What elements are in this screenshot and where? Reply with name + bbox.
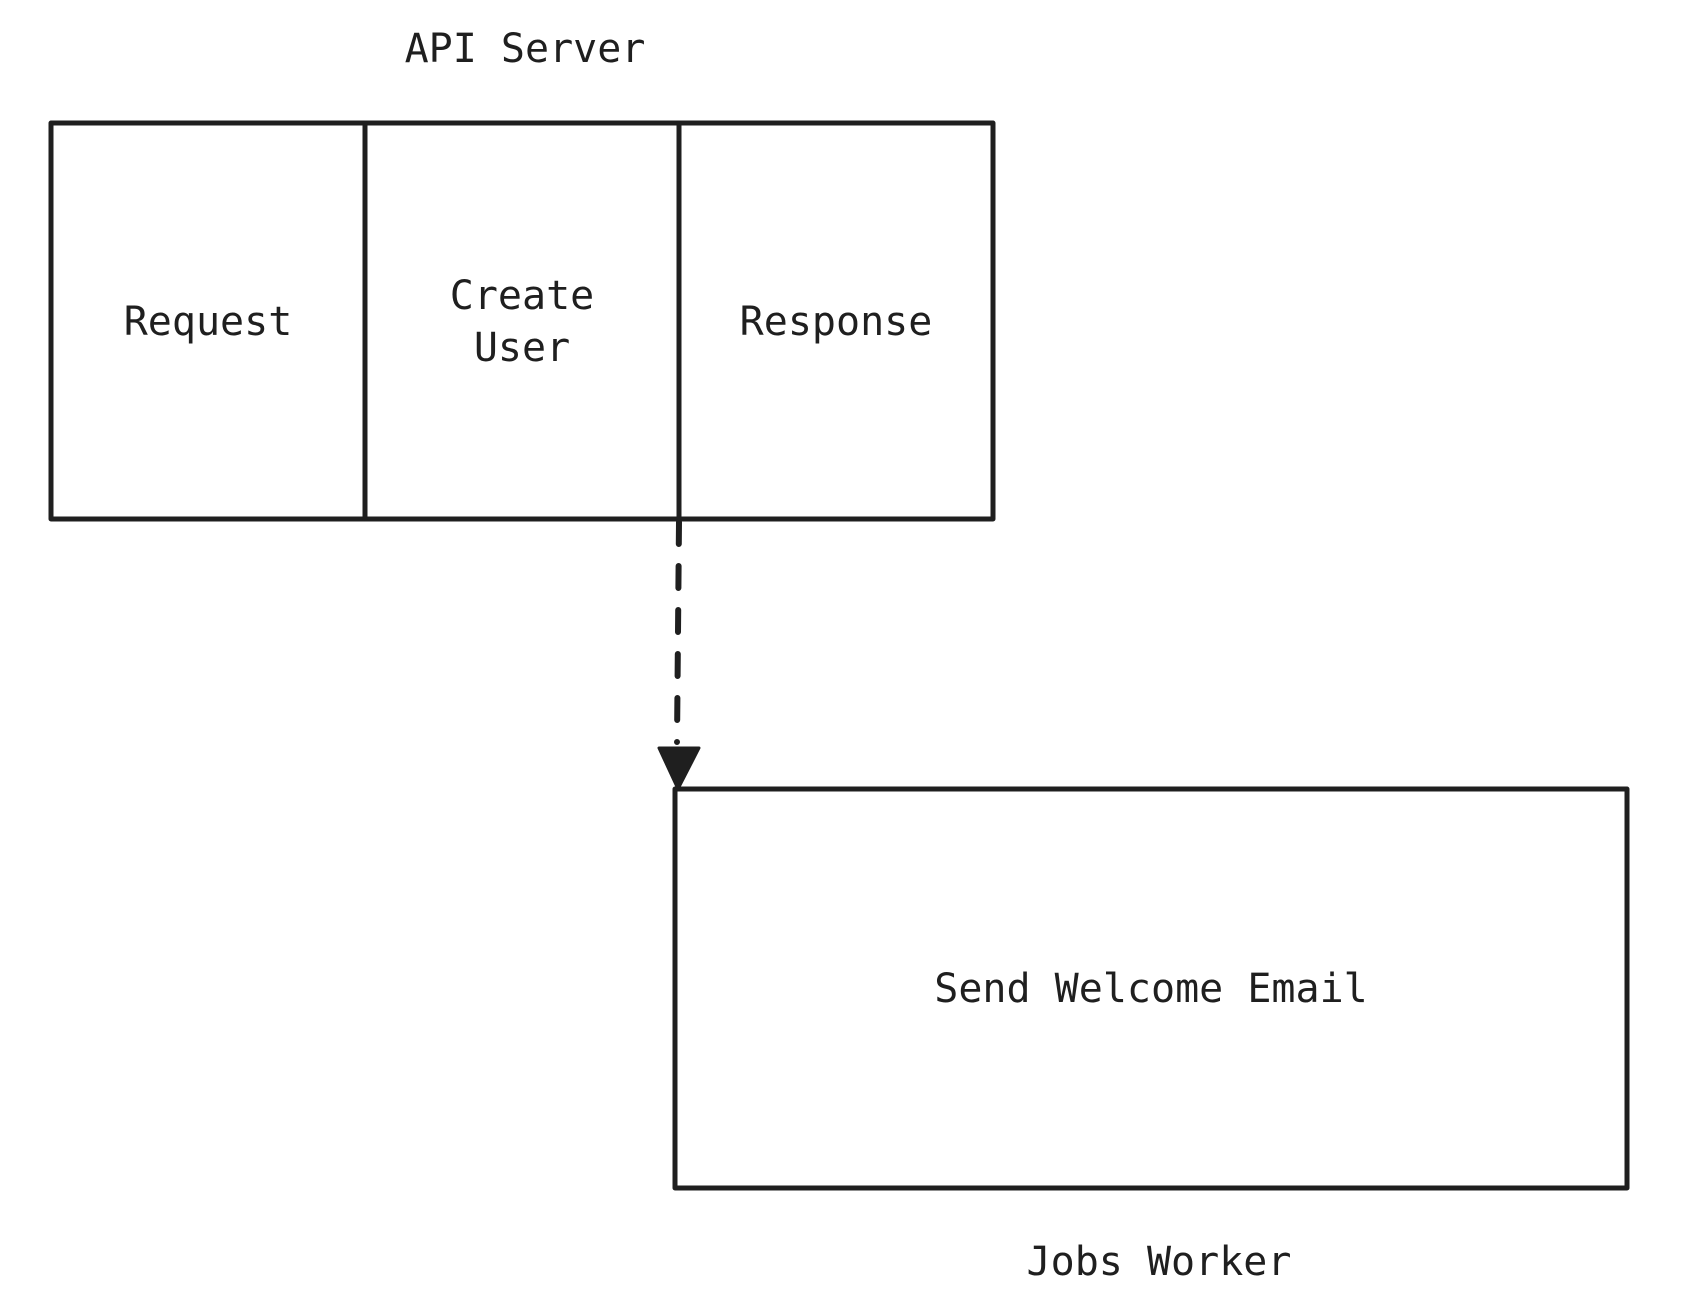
create-user-label-line1: Create — [450, 273, 595, 319]
send-welcome-email-box — [672, 786, 1630, 1191]
create-user-label-line2: User — [474, 325, 570, 371]
dashed-connector-line — [674, 519, 682, 745]
jobs-worker-group: Send Welcome Email Jobs Worker — [672, 786, 1630, 1285]
response-label: Response — [740, 299, 933, 345]
request-label: Request — [124, 299, 293, 345]
dashed-arrow — [657, 519, 701, 791]
request-box — [48, 120, 368, 522]
send-welcome-email-label: Send Welcome Email — [934, 966, 1367, 1012]
arrowhead-icon — [657, 746, 701, 791]
jobs-worker-title: Jobs Worker — [1027, 1239, 1292, 1285]
create-user-box — [362, 120, 682, 522]
response-box — [676, 120, 996, 522]
api-server-title: API Server — [405, 26, 646, 72]
api-server-group: API Server Request Create User Response — [48, 26, 996, 522]
